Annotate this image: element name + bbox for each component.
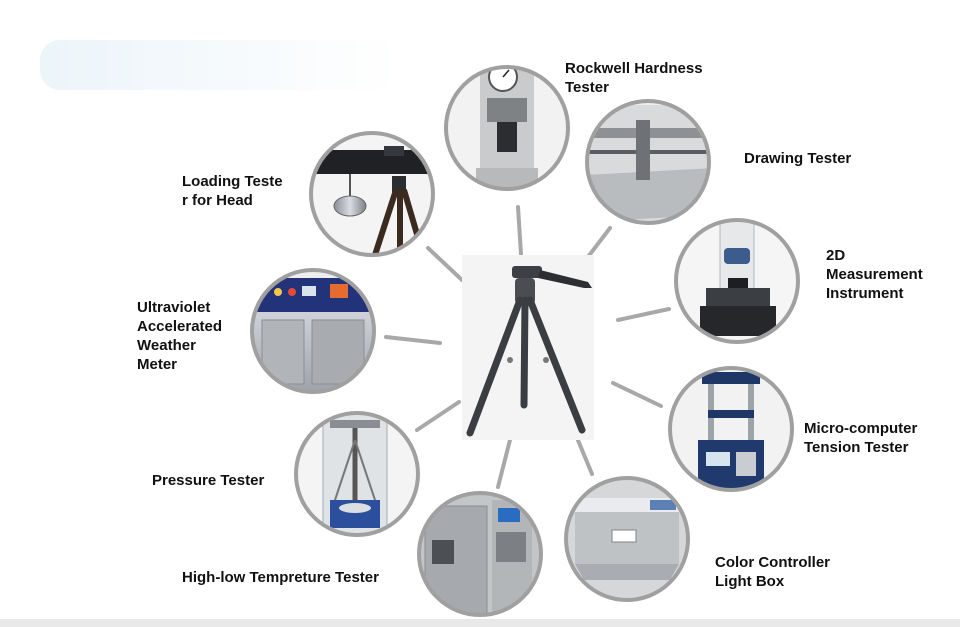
connector-highlow [496,438,512,489]
label-high-low-tempreture-tester: High-low Tempreture Tester [182,569,379,586]
connector-rockwell [516,205,523,256]
hardness-tester-icon [444,65,570,191]
pressure-tester-icon [294,411,420,537]
drawing-tester-icon [585,99,711,225]
light-box-icon [564,476,690,602]
label-drawing-tester: Drawing Tester [744,150,852,167]
tripod-icon [462,255,594,440]
connector-loading [426,246,464,282]
connector-2d [616,307,671,322]
label-pressure-tester: Pressure Tester [152,472,265,489]
temperature-chamber-icon [417,491,543,617]
label-2d-measurement-instrument: 2D Measurement Instrument [826,247,923,302]
connector-tension [611,381,663,408]
label-loading-tester-for-head: Loading Teste r for Head [182,173,283,209]
connector-pressure [415,400,461,432]
loading-tester-icon [309,131,435,257]
label-color-controller-light-box: Color Controller Light Box [715,554,830,590]
label-tension-tester: Micro-computer Tension Tester [804,420,918,456]
tension-tester-icon [668,366,794,492]
uv-weather-meter-icon [250,268,376,394]
bottom-rule [0,619,960,627]
measurement-instrument-icon [674,218,800,344]
connector-uv [384,335,442,345]
background-haze [40,40,400,90]
connector-lines [384,205,671,489]
label-rockwell-hardness-tester: Rockwell Hardness Tester [565,60,703,96]
label-ultraviolet-weather-meter: Ultraviolet Accelerated Weather Meter [137,299,223,373]
